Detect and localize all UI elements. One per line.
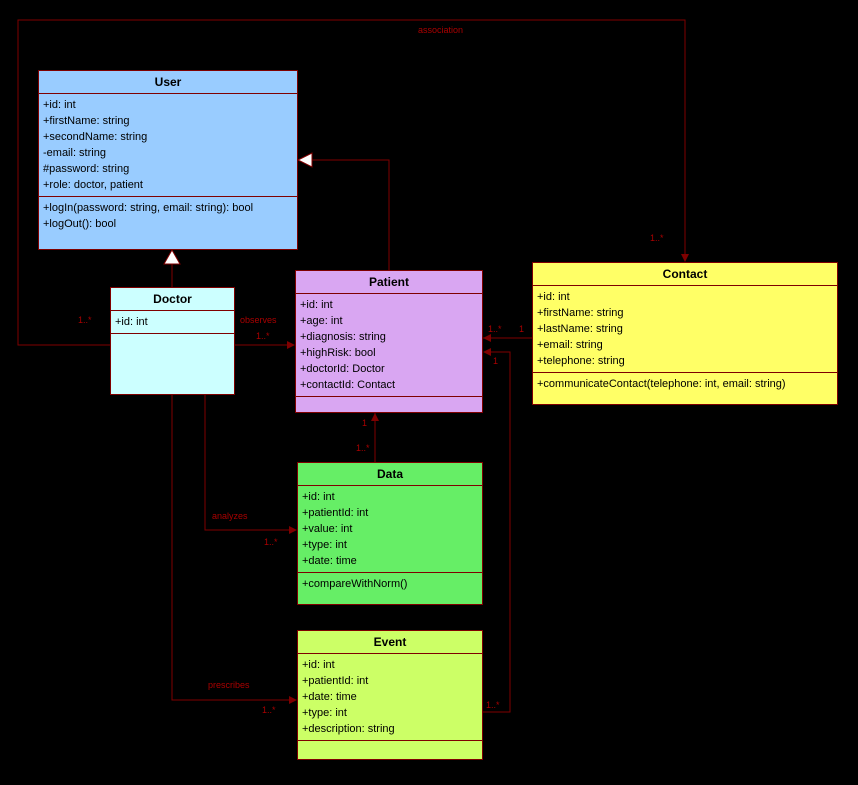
attribute: +role: doctor, patient: [43, 179, 143, 191]
attribute: +patientId: int: [302, 507, 369, 519]
attribute: +telephone: string: [537, 355, 625, 367]
class-contact-attributes: +id: int +firstName: string +lastName: s…: [533, 285, 837, 372]
attribute: +id: int: [300, 299, 333, 311]
class-doctor-title: Doctor: [153, 292, 192, 306]
attribute: +id: int: [115, 316, 148, 328]
method: +logOut(): bool: [43, 218, 117, 230]
arrow-into-patient-right-contact: [483, 334, 491, 342]
class-patient-title: Patient: [368, 275, 409, 289]
attribute: +date: time: [302, 555, 357, 567]
class-patient-methods: [296, 396, 482, 412]
class-user[interactable]: User +id: int +firstName: string +second…: [38, 70, 298, 250]
edge-label-association-contact-mult: 1..*: [650, 233, 664, 243]
attribute: +patientId: int: [302, 675, 369, 687]
arrow-into-data: [289, 526, 297, 534]
class-contact[interactable]: Contact +id: int +firstName: string +las…: [532, 262, 838, 405]
attribute: +contactId: Contact: [300, 379, 396, 391]
class-patient-attributes: +id: int +age: int +diagnosis: string +h…: [296, 293, 482, 396]
class-event-title: Event: [373, 635, 407, 649]
edge-event-patient: [483, 351, 511, 713]
attribute: +doctorId: Doctor: [300, 363, 385, 375]
edge-label-analyzes-data-mult: 1..*: [264, 537, 278, 547]
attribute: +date: time: [302, 691, 357, 703]
edge-label-patient-contact-contact-mult: 1: [519, 324, 525, 334]
attribute: +age: int: [300, 315, 343, 327]
edge-label-observes-patient-mult: 1..*: [256, 331, 270, 341]
attribute: +description: string: [302, 723, 395, 735]
class-data[interactable]: Data +id: int +patientId: int +value: in…: [297, 462, 483, 605]
method: +communicateContact(telephone: int, emai…: [537, 378, 786, 390]
edge-label-patient-contact-patient-mult: 1..*: [488, 324, 502, 334]
class-event-attributes: +id: int +patientId: int +date: time +ty…: [298, 653, 482, 740]
attribute: +secondName: string: [43, 131, 148, 143]
edge-label-patient-data-data-mult: 1..*: [356, 443, 370, 453]
attribute: -email: string: [43, 147, 106, 159]
edge-label-patient-event-event-mult: 1..*: [486, 700, 500, 710]
class-doctor[interactable]: Doctor +id: int: [110, 287, 235, 395]
edge-label-patient-event-patient-mult: 1: [493, 356, 499, 366]
class-event[interactable]: Event +id: int +patientId: int +date: ti…: [297, 630, 483, 760]
class-user-methods: +logIn(password: string, email: string):…: [39, 196, 297, 249]
attribute: +value: int: [302, 523, 353, 535]
generalization-triangle-user-right: [296, 152, 313, 168]
class-data-title: Data: [376, 467, 403, 481]
attribute: +diagnosis: string: [300, 331, 386, 343]
class-data-methods: +compareWithNorm(): [298, 572, 482, 604]
attribute: +highRisk: bool: [300, 347, 376, 359]
class-user-attributes: +id: int +firstName: string +secondName:…: [39, 93, 297, 196]
attribute: +email: string: [537, 339, 603, 351]
attribute: +type: int: [302, 539, 347, 551]
method: +compareWithNorm(): [302, 578, 408, 590]
edge-label-association-doctor-mult: 1..*: [78, 315, 92, 325]
edge-label-observes: observes: [240, 315, 277, 325]
attribute: #password: string: [43, 163, 130, 175]
method: +logIn(password: string, email: string):…: [43, 202, 254, 214]
arrow-into-contact: [681, 254, 689, 262]
edge-label-association: association: [418, 25, 464, 35]
class-doctor-methods: [111, 333, 234, 394]
attribute: +id: int: [302, 659, 335, 671]
edge-patient-generalization: [312, 159, 390, 270]
edge-label-prescribes: prescribes: [208, 680, 250, 690]
attribute: +firstName: string: [43, 115, 130, 127]
arrow-into-patient-right-event: [483, 348, 491, 356]
edge-label-patient-data-patient-mult: 1: [362, 418, 368, 428]
class-doctor-attributes: +id: int: [111, 310, 234, 333]
arrow-into-patient-bottom: [371, 413, 379, 421]
arrow-into-event: [289, 696, 297, 704]
arrow-into-patient-left: [287, 341, 295, 349]
class-data-attributes: +id: int +patientId: int +value: int +ty…: [298, 485, 482, 572]
edge-label-analyzes: analyzes: [212, 511, 248, 521]
attribute: +id: int: [537, 291, 570, 303]
attribute: +firstName: string: [537, 307, 624, 319]
attribute: +lastName: string: [537, 323, 623, 335]
class-contact-title: Contact: [662, 267, 708, 281]
class-user-title: User: [154, 75, 182, 89]
attribute: +type: int: [302, 707, 347, 719]
class-event-methods: [298, 740, 482, 759]
attribute: +id: int: [43, 99, 76, 111]
edge-analyzes: [204, 395, 290, 531]
attribute: +id: int: [302, 491, 335, 503]
edge-prescribes: [171, 395, 290, 701]
class-patient[interactable]: Patient +id: int +age: int +diagnosis: s…: [295, 270, 483, 413]
edge-label-prescribes-event-mult: 1..*: [262, 705, 276, 715]
generalization-triangle-user-bottom: [163, 248, 181, 265]
class-contact-methods: +communicateContact(telephone: int, emai…: [533, 372, 837, 404]
